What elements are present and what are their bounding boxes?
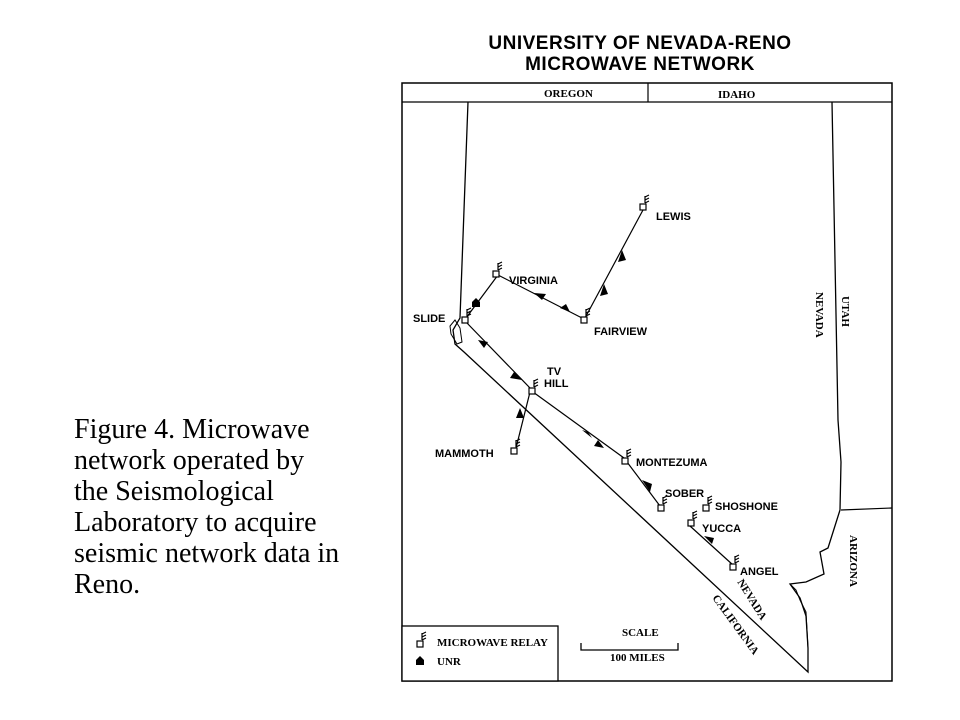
arrow [534,293,546,300]
relay-icon-slide [461,307,472,324]
link-montezuma-sober [626,461,661,507]
caption-line: seismic network data in [74,538,340,569]
link-tvhill-montezuma [532,391,625,459]
map-title-line1: UNIVERSITY OF NEVADA-RENO [488,33,792,54]
station-label-montezuma: MONTEZUMA [636,457,708,469]
link-slide-tvhill [465,321,531,389]
link-arrows [478,250,714,544]
map-frame [401,82,893,682]
arrow [582,430,592,438]
station-label-slide: SLIDE [413,313,445,325]
arrow [560,304,570,312]
nevada-border [452,101,842,674]
relay-icon-shoshone [702,495,713,512]
label-nevada-south: NEVADA [734,577,768,622]
link-virginia-slide [465,274,499,319]
arrow [618,250,626,262]
caption-line: Figure 4. Microwave [74,414,310,445]
station-label-angel: ANGEL [740,566,779,578]
arrow [594,440,604,448]
station-label-yucca: YUCCA [702,523,741,535]
link-yucca-angel [689,525,734,566]
arrow [510,372,522,380]
label-idaho: IDAHO [718,89,756,101]
relay-icon-montezuma [621,448,632,465]
scale-title: SCALE [622,627,659,639]
map-title: UNIVERSITY OF NEVADA-RENO MICROWAVE NETW… [480,33,800,75]
relay-icon-mammoth [510,438,521,455]
unr-icon [472,298,480,307]
station-label-hill: HILL [544,378,569,390]
link-lewis-fairview [584,209,644,319]
station-label-virginia: VIRGINIA [509,275,558,287]
legend-unr-label: UNR [437,656,462,668]
figure-caption: Figure 4. Microwave network operated by … [74,414,404,600]
link-tvhill-mammoth [515,391,531,449]
lake-tahoe [449,319,463,345]
station-label-shoshone: SHOSHONE [715,501,778,513]
relay-icon-angel [729,554,740,571]
arrow [704,536,714,544]
utah-arizona-border [840,507,893,511]
relay-icon-virginia [492,261,503,278]
station-label-lewis: LEWIS [656,211,691,223]
label-oregon: OREGON [544,88,593,100]
station-label-sober: SOBER [665,488,704,500]
microwave-links [465,209,734,566]
relay-icon-tvhill [528,378,539,395]
arrow [478,340,488,348]
relay-icon-lewis [639,194,650,211]
caption-line: network operated by [74,445,305,476]
label-utah: UTAH [839,296,851,327]
arrow [642,480,652,492]
map-title-line2: MICROWAVE NETWORK [525,54,755,75]
label-arizona: ARIZONA [847,535,859,587]
scale-bar [580,643,679,651]
caption-line: Reno. [74,569,141,600]
colorado-river [789,583,809,649]
station-label-tv: TV [547,366,562,378]
station-label-fairview: FAIRVIEW [594,326,648,338]
caption-line: Laboratory to acquire [74,507,317,538]
relay-icon-yucca [687,510,698,527]
scale-label: 100 MILES [610,652,665,664]
label-nevada-east: NEVADA [813,292,825,338]
station-label-mammoth: MAMMOTH [435,448,494,460]
arrow [600,284,608,296]
caption-line: the Seismological [74,476,274,507]
legend-box [401,625,559,682]
legend-relay-label: MICROWAVE RELAY [437,637,548,649]
arrow [516,408,524,418]
